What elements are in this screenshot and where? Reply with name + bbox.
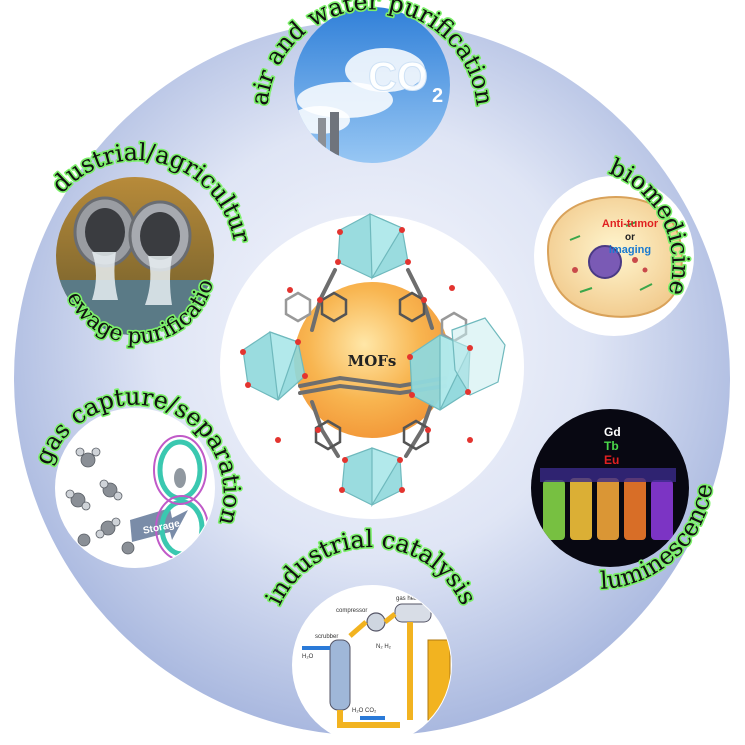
co2-subscript: 2 [432, 85, 443, 107]
lum-gd: Gd [604, 425, 621, 439]
chimney-right [330, 112, 339, 163]
oxygen-atoms [240, 227, 473, 493]
chimney-left [318, 118, 326, 163]
cat-label-scrubber: scrubber [315, 634, 338, 640]
drain-pipes [73, 196, 192, 272]
cat-label-n2h2: N₂ H₂ [376, 644, 392, 650]
cat-label-compressor: compressor [336, 608, 367, 614]
vials [540, 468, 676, 540]
scrubber-column [329, 639, 351, 711]
center-label: MOFs [348, 352, 397, 370]
biomedicine-node: Anti-tumor or imaging biomedicine [534, 151, 696, 336]
cell-organelles [569, 221, 653, 293]
bio-text-imaging: imaging [609, 244, 651, 256]
cat-label-h2o: H₂O [302, 654, 314, 660]
water-outflow [92, 252, 172, 305]
cat-label-gas-heater: gas heater [396, 596, 424, 602]
cell-nucleus [588, 245, 622, 279]
lum-eu: Eu [604, 453, 619, 467]
center-mof-structure: MOFs [220, 213, 524, 519]
compressor [366, 612, 386, 632]
stored-molecule [174, 468, 186, 488]
luminescence-node: Gd Tb Eu luminescence [531, 409, 720, 596]
storage-arrow [130, 508, 188, 542]
cat-label-h2o-co2: H₂O CO₂ [352, 708, 377, 714]
bio-text-antitumor: Anti-tumor [602, 218, 659, 230]
co2-text: CO [368, 55, 428, 99]
bio-text-or: or [625, 232, 635, 243]
smoke-cloud [294, 48, 425, 134]
benzene-rings [284, 291, 468, 451]
vesicles [572, 257, 648, 273]
gas-molecules [65, 447, 135, 555]
lum-tb: Tb [604, 439, 619, 453]
metal-cluster-polyhedra [242, 213, 506, 508]
